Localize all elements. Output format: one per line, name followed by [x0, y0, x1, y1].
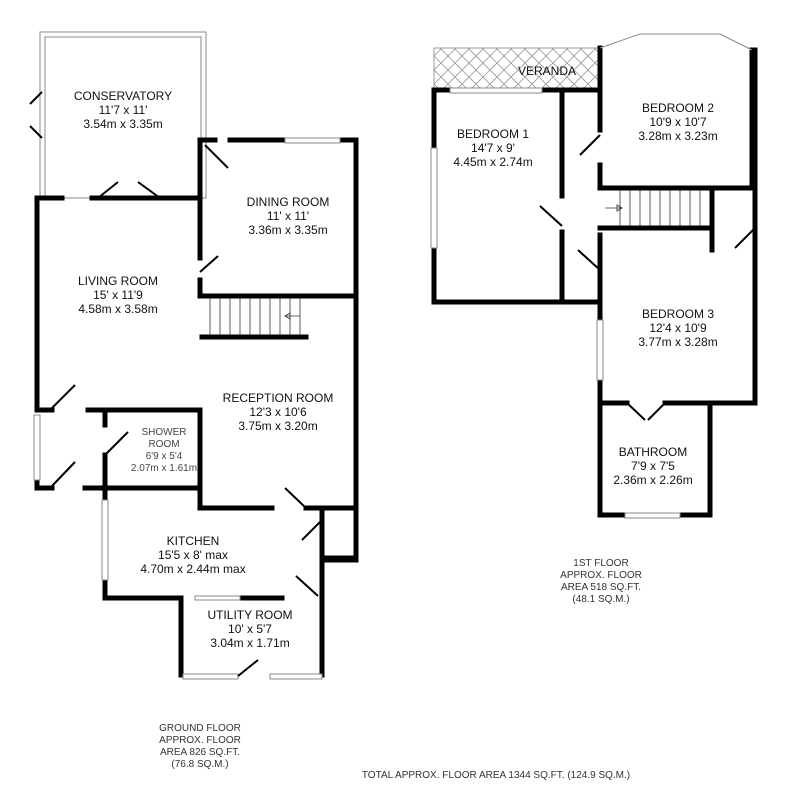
svg-text:14'7 x 9': 14'7 x 9' — [471, 141, 515, 155]
svg-text:RECEPTION ROOM: RECEPTION ROOM — [223, 391, 334, 405]
svg-text:3.04m x 1.71m: 3.04m x 1.71m — [210, 636, 289, 650]
svg-text:LIVING ROOM: LIVING ROOM — [78, 274, 158, 288]
svg-text:10'9 x 10'7: 10'9 x 10'7 — [649, 115, 707, 129]
first-floor-area-note: 1ST FLOOR APPROX. FLOOR AREA 518 SQ.FT. … — [560, 558, 642, 605]
svg-text:12'3 x 10'6: 12'3 x 10'6 — [249, 405, 307, 419]
svg-text:11'7 x 11': 11'7 x 11' — [99, 103, 148, 117]
svg-text:4.58m x 3.58m: 4.58m x 3.58m — [78, 302, 157, 316]
window — [284, 137, 341, 144]
svg-text:3.54m x 3.35m: 3.54m x 3.35m — [83, 117, 162, 131]
svg-text:3.36m x 3.35m: 3.36m x 3.35m — [248, 223, 327, 237]
svg-text:KITCHEN: KITCHEN — [167, 534, 220, 548]
bathroom-walls — [597, 400, 713, 518]
svg-text:ROOM: ROOM — [148, 439, 179, 450]
svg-text:12'4 x 10'9: 12'4 x 10'9 — [649, 321, 707, 335]
total-area-note: TOTAL APPROX. FLOOR AREA 1344 SQ.FT. (12… — [362, 770, 630, 781]
stairs — [199, 298, 309, 340]
svg-text:AREA 826 SQ.FT.: AREA 826 SQ.FT. — [160, 747, 240, 758]
first-floor-plan — [430, 33, 758, 519]
svg-text:(76.8 SQ.M.): (76.8 SQ.M.) — [171, 759, 228, 770]
svg-text:CONSERVATORY: CONSERVATORY — [74, 89, 172, 103]
svg-text:4.45m x 2.74m: 4.45m x 2.74m — [453, 155, 532, 169]
svg-text:1ST FLOOR: 1ST FLOOR — [573, 558, 628, 569]
svg-text:AREA 518 SQ.FT.: AREA 518 SQ.FT. — [561, 582, 641, 593]
svg-text:7'9 x 7'5: 7'9 x 7'5 — [631, 459, 675, 473]
ground-floor-area-note: GROUND FLOOR APPROX. FLOOR AREA 826 SQ.F… — [159, 723, 241, 770]
svg-text:10' x 5'7: 10' x 5'7 — [228, 622, 272, 636]
svg-text:15'5 x 8' max: 15'5 x 8' max — [158, 548, 228, 562]
shower-room-walls — [34, 407, 358, 511]
svg-text:SHOWER: SHOWER — [142, 427, 187, 438]
bedroom-3-label: BEDROOM 312'4 x 10'93.77m x 3.28m — [638, 307, 717, 349]
living-room-walls — [34, 137, 358, 491]
svg-text:APPROX. FLOOR: APPROX. FLOOR — [560, 570, 642, 581]
svg-text:15' x 11'9: 15' x 11'9 — [93, 288, 143, 302]
window — [33, 414, 41, 481]
svg-text:BEDROOM 1: BEDROOM 1 — [457, 127, 529, 141]
svg-text:11' x 11': 11' x 11' — [267, 209, 309, 223]
veranda-label: VERANDA — [518, 64, 576, 78]
svg-text:BEDROOM 2: BEDROOM 2 — [642, 101, 714, 115]
window — [101, 499, 109, 581]
svg-text:2.07m x 1.61m: 2.07m x 1.61m — [131, 463, 197, 474]
svg-text:UTILITY ROOM: UTILITY ROOM — [207, 608, 292, 622]
svg-text:DINING ROOM: DINING ROOM — [247, 195, 330, 209]
svg-text:3.77m x 3.28m: 3.77m x 3.28m — [638, 335, 717, 349]
stairs — [597, 185, 715, 231]
svg-text:3.28m x 3.23m: 3.28m x 3.23m — [638, 129, 717, 143]
svg-text:2.36m x 2.26m: 2.36m x 2.26m — [613, 473, 692, 487]
bedroom-2-walls — [597, 45, 755, 191]
svg-text:(48.1 SQ.M.): (48.1 SQ.M.) — [572, 594, 629, 605]
ground-floor-plan — [29, 31, 359, 680]
utility-room-walls — [178, 595, 325, 678]
svg-text:6'9 x 5'4: 6'9 x 5'4 — [146, 451, 183, 462]
bedroom-1-label: BEDROOM 114'7 x 9'4.45m x 2.74m — [453, 127, 532, 169]
svg-text:GROUND FLOOR: GROUND FLOOR — [159, 723, 241, 734]
svg-text:BATHROOM: BATHROOM — [619, 445, 687, 459]
bedroom-2-label: BEDROOM 210'9 x 10'73.28m x 3.23m — [638, 101, 717, 143]
svg-text:BEDROOM 3: BEDROOM 3 — [642, 307, 714, 321]
veranda — [433, 47, 601, 91]
svg-text:4.70m x 2.44m max: 4.70m x 2.44m max — [140, 562, 245, 576]
kitchen-walls — [102, 485, 358, 601]
svg-text:3.75m x 3.20m: 3.75m x 3.20m — [238, 419, 317, 433]
conservatory-walls — [29, 31, 207, 199]
svg-text:APPROX. FLOOR: APPROX. FLOOR — [159, 735, 241, 746]
